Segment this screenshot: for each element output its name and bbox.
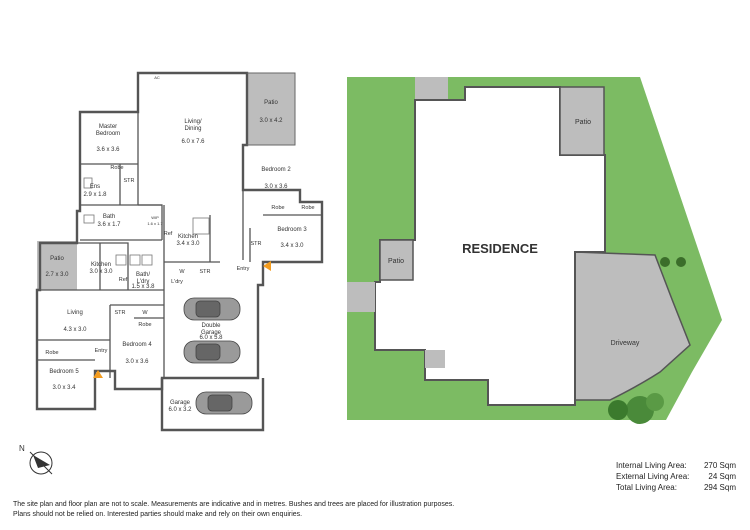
room-bedroom4: Bedroom 4 <box>122 342 152 348</box>
tree-icon <box>660 257 670 267</box>
room-bath-dims: 3.6 x 1.7 <box>97 222 121 228</box>
car-icon <box>195 391 253 415</box>
tree-icon <box>646 393 664 411</box>
label-ref: Ref <box>119 277 128 283</box>
disclaimer-line: The site plan and floor plan are not to … <box>13 501 455 508</box>
site-patio-left <box>379 239 414 281</box>
label-ref: Ref <box>164 231 173 237</box>
room-wip: WIP <box>151 215 159 220</box>
driveway-label: Driveway <box>611 340 640 347</box>
compass-north-label: N <box>19 444 25 453</box>
shrub-icons <box>608 257 686 424</box>
room-bedroom5-dims: 3.0 x 3.4 <box>52 385 76 391</box>
site-side-area <box>347 282 375 312</box>
compass-icon: N <box>19 444 53 475</box>
patio-top-area <box>247 73 295 145</box>
room-bedroom5: Bedroom 5 <box>49 369 79 375</box>
area-label: Total Living Area: <box>616 483 677 492</box>
room-master-dims: 3.6 x 3.6 <box>96 147 120 153</box>
label-entry: Entry <box>237 266 250 272</box>
fixtures <box>83 177 210 266</box>
area-row: External Living Area: 24 Sqm <box>616 471 736 482</box>
car-icon <box>183 297 241 321</box>
area-label: Internal Living Area: <box>616 461 687 470</box>
label-entry: Entry <box>95 348 108 354</box>
label-w: W <box>179 269 185 275</box>
label-robe: Robe <box>138 322 151 328</box>
label-str: STR <box>200 269 211 275</box>
site-entry-area <box>425 350 445 368</box>
room-patio-left: Patio <box>50 256 64 262</box>
room-bath-ldry-dims: 1.5 x 3.8 <box>131 284 155 290</box>
area-row: Total Living Area: 294 Sqm <box>616 482 736 493</box>
site-patio-right <box>559 86 605 156</box>
label-robe: Robe <box>301 205 314 211</box>
label-ldry: L'dry <box>171 279 183 285</box>
disclaimer-line: Plans should not be relied on. Intereste… <box>13 511 303 518</box>
room-bedroom3-dims: 3.4 x 3.0 <box>280 243 304 249</box>
site-patio-label: Patio <box>388 258 404 265</box>
room-bedroom2: Bedroom 2 <box>261 167 291 173</box>
residence-label: RESIDENCE <box>462 241 538 256</box>
disclaimer: The site plan and floor plan are not to … <box>13 500 743 520</box>
site-patio-label: Patio <box>575 119 591 126</box>
room-living-dims: 4.3 x 3.0 <box>63 327 87 333</box>
car-icon <box>183 340 241 364</box>
area-value: 270 Sqm <box>703 461 736 470</box>
garage-outline <box>160 378 265 432</box>
room-wip-dims: 1.6 x 1.7 <box>147 221 163 226</box>
room-kitchen1: Kitchen <box>178 234 198 240</box>
area-value: 294 Sqm <box>703 483 736 492</box>
tree-icon <box>676 257 686 267</box>
patio-top-outline <box>247 72 296 146</box>
site-patio-top <box>415 77 448 99</box>
label-ac: AC <box>154 75 160 80</box>
room-ens: Ens <box>90 184 100 190</box>
driveway-area <box>574 251 691 401</box>
entry-arrow-icon <box>93 370 103 378</box>
room-garage-dims: 6.0 x 3.2 <box>168 407 192 413</box>
area-value: 24 Sqm <box>708 472 736 481</box>
room-bedroom4-dims: 3.0 x 3.6 <box>125 359 149 365</box>
room-living-dining-dims: 6.0 x 7.6 <box>181 139 205 145</box>
room-kitchen2-dims: 3.0 x 3.0 <box>89 269 113 275</box>
car-icons <box>183 297 253 415</box>
label-str: STR <box>251 241 262 247</box>
room-double-garage-dims: 6.0 x 5.8 <box>199 335 223 341</box>
room-living: Living <box>67 310 83 316</box>
room-patio-top-dims: 3.0 x 4.2 <box>259 118 283 124</box>
area-label: External Living Area: <box>616 472 690 481</box>
room-patio-top: Patio <box>264 100 278 106</box>
patio-left-area <box>37 241 77 290</box>
room-bath: Bath <box>103 214 115 220</box>
label-robe: Robe <box>45 350 58 356</box>
room-garage: Garage <box>170 400 191 406</box>
label-w: W <box>142 310 148 316</box>
room-patio-left-dims: 2.7 x 3.0 <box>45 272 69 278</box>
label-str: STR <box>115 310 126 316</box>
area-summary: Internal Living Area: 270 Sqm External L… <box>616 460 736 493</box>
label-robe: Robe <box>271 205 284 211</box>
room-kitchen1-dims: 3.4 x 3.0 <box>176 241 200 247</box>
entry-arrow-icon <box>263 261 271 271</box>
site-plan: RESIDENCE Patio Patio Driveway <box>347 77 722 424</box>
area-row: Internal Living Area: 270 Sqm <box>616 460 736 471</box>
room-kitchen2: Kitchen <box>91 262 111 268</box>
room-living-dining: Living/Dining <box>184 119 202 132</box>
label-robe: Robe <box>110 165 123 171</box>
room-bedroom3: Bedroom 3 <box>277 227 307 233</box>
room-bath-ldry: Bath/L'dry <box>136 272 150 285</box>
room-bedroom2-dims: 3.0 x 3.6 <box>264 184 288 190</box>
room-ens-dims: 2.9 x 1.8 <box>83 192 107 198</box>
label-str: STR <box>124 178 135 184</box>
tree-icon <box>608 400 628 420</box>
interior-walls <box>37 73 322 378</box>
